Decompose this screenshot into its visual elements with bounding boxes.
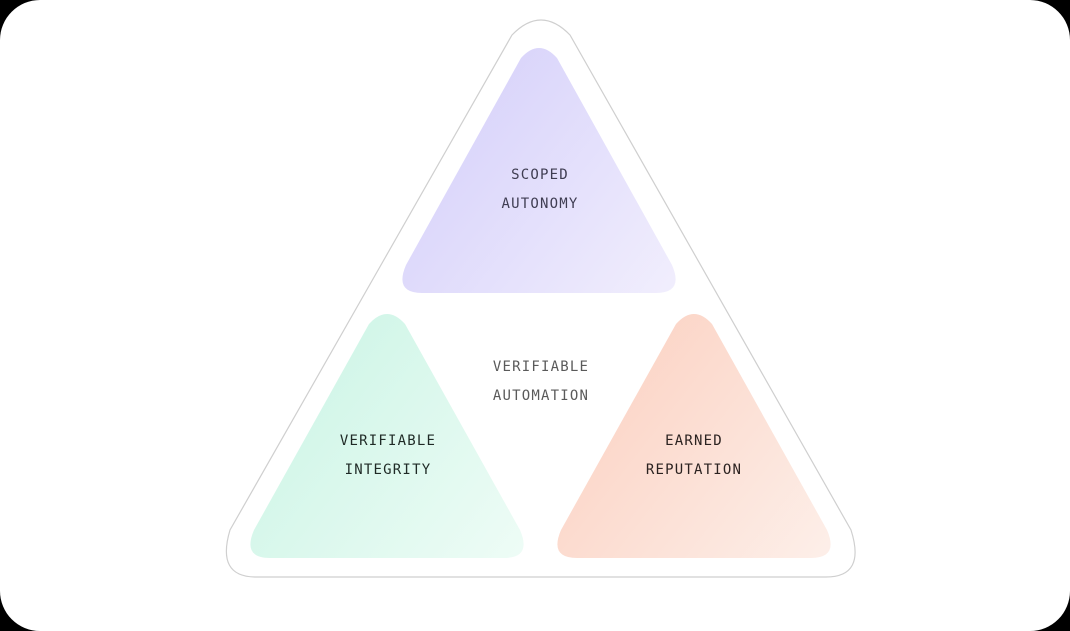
scoped-autonomy-line2: AUTONOMY [501, 196, 579, 212]
earned-reputation-line1: EARNED [665, 433, 723, 449]
earned-reputation-triangle [557, 314, 831, 558]
verifiable-integrity-line2: INTEGRITY [344, 462, 432, 478]
verifiable-automation-line1: VERIFIABLE [492, 359, 590, 375]
verifiable-automation-label: VERIFIABLE AUTOMATION [493, 353, 589, 411]
verifiable-integrity-triangle [250, 314, 524, 558]
scoped-autonomy-line1: SCOPED [511, 167, 569, 183]
scoped-autonomy-triangle [402, 48, 676, 293]
earned-reputation-label: EARNED REPUTATION [646, 427, 742, 485]
verifiable-integrity-label: VERIFIABLE INTEGRITY [340, 427, 436, 485]
earned-reputation-line2: REPUTATION [645, 462, 743, 478]
verifiable-integrity-line1: VERIFIABLE [339, 433, 437, 449]
scoped-autonomy-label: SCOPED AUTONOMY [501, 161, 578, 219]
verifiable-automation-line2: AUTOMATION [492, 388, 590, 404]
